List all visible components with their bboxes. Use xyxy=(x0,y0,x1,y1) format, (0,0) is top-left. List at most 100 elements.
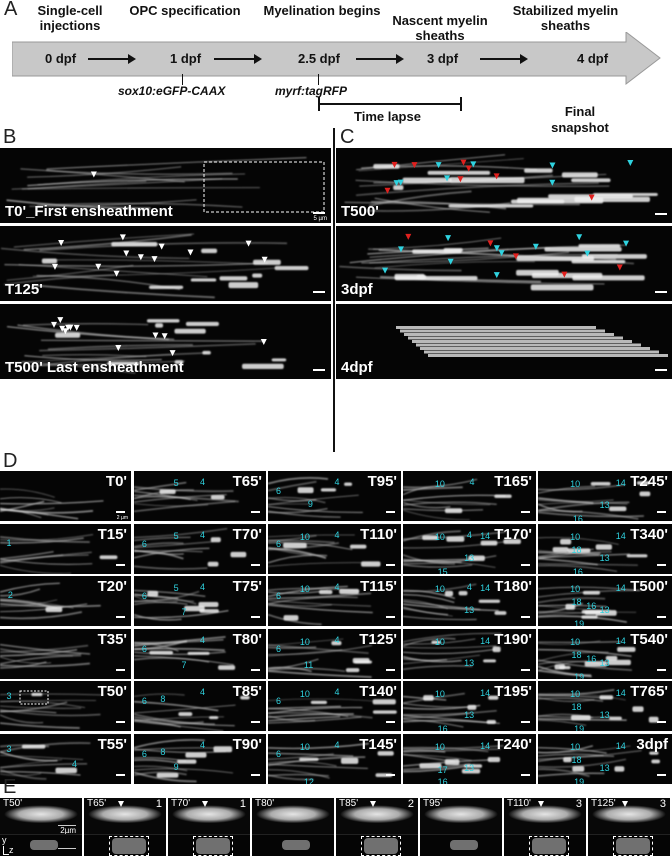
micrograph xyxy=(5,317,287,374)
scale-bar xyxy=(521,721,530,723)
sheath-number: 16 xyxy=(572,566,583,574)
frame-time-label: T190' xyxy=(494,630,532,648)
sheath-number: 6 xyxy=(141,591,147,601)
frame-time-label: T500' xyxy=(630,578,668,595)
sheath-xy-image: T65'1 xyxy=(84,798,166,834)
sheath-number: 10 xyxy=(299,636,310,647)
stage-title: Nascent myelin sheaths xyxy=(392,13,488,43)
dashed-box xyxy=(613,836,653,856)
frame-time-label: T110' xyxy=(507,798,531,809)
micrograph xyxy=(268,585,373,626)
scale-bar xyxy=(251,721,260,723)
frame-time-label: T240' xyxy=(494,735,532,753)
scale-bar xyxy=(116,616,125,618)
sheath-number: 18 xyxy=(571,597,582,607)
arrowhead-icon xyxy=(622,801,628,807)
panel-a-label: A xyxy=(4,0,18,20)
frame-time-label: 3dpf xyxy=(636,735,668,753)
dashed-box xyxy=(529,836,569,856)
frame-time-label: T35' xyxy=(97,630,127,648)
sheath-number: 10 xyxy=(570,741,581,752)
micrograph xyxy=(0,488,104,520)
sheath-number: 10 xyxy=(570,636,581,647)
sheath-number: 3 xyxy=(6,691,12,701)
sheath-xy-image: T85'2 xyxy=(336,798,418,834)
micrograph xyxy=(344,154,658,213)
frame-time-label: T110' xyxy=(360,525,397,543)
sheath-number: 10 xyxy=(299,689,310,699)
image-time-label: T500' xyxy=(341,203,379,220)
image-time-label: T125' xyxy=(5,281,43,298)
scale-bar xyxy=(657,563,666,566)
frame-time-label: T70' xyxy=(171,798,191,809)
panel-b-label: B xyxy=(3,126,17,148)
time-lapse-frame: T0'2 µm xyxy=(0,471,131,521)
micrograph xyxy=(6,157,325,213)
sheath-number: 4 xyxy=(469,477,475,487)
micrograph xyxy=(538,586,642,623)
sheath-number: 4 xyxy=(200,687,206,697)
sheath-number: 4 xyxy=(72,758,78,769)
frame-time-label: T70' xyxy=(232,525,262,543)
sheath-xy-image: T95' xyxy=(420,798,502,834)
sheath-number: 1 xyxy=(239,798,246,810)
stage-time: 2.5 dpf xyxy=(298,51,340,66)
frame-time-label: T20' xyxy=(97,578,127,595)
scale-bar xyxy=(386,563,395,566)
arrow-icon xyxy=(214,54,262,64)
scale-bar xyxy=(657,668,666,671)
micrograph xyxy=(0,643,91,669)
scale-bar xyxy=(58,825,76,826)
scale-bar xyxy=(521,616,530,618)
sheath-number: 16 xyxy=(572,514,583,521)
frame-time-label: T245' xyxy=(630,473,668,490)
sheath-number: 6 xyxy=(275,538,281,549)
sheath-number: 4 xyxy=(200,529,206,540)
sheath-number: 17 xyxy=(437,764,448,775)
scale-bar xyxy=(655,291,667,293)
sheath-number: 13 xyxy=(464,552,475,563)
sheath-yz-image xyxy=(336,834,418,856)
frame-time-label: T170' xyxy=(494,525,532,543)
sheath-number: 13 xyxy=(599,710,610,720)
sheath-number: 11 xyxy=(303,659,314,670)
panel-b-image-3: T500' Last ensheathment xyxy=(0,304,331,379)
arrowhead-icon xyxy=(118,801,124,807)
sheath-number: 14 xyxy=(615,478,626,488)
sheath-number: 14 xyxy=(615,635,626,646)
sheath-number: 4 xyxy=(466,529,472,540)
sheath-number: 4 xyxy=(334,687,340,697)
sheath-number: 13 xyxy=(464,762,475,773)
sheath-number: 8 xyxy=(160,694,166,704)
sheath-xy-image: T125'3 xyxy=(588,798,670,834)
sheath-xy-image: T80' xyxy=(252,798,334,834)
micrograph xyxy=(268,698,397,724)
arrowhead-icon xyxy=(370,801,376,807)
sheath-number: 19 xyxy=(574,619,585,626)
sheath-number: 18 xyxy=(571,649,582,660)
panel-c-image-1: T500' xyxy=(336,148,672,223)
sheath-xy-image: T50'2µm xyxy=(0,798,82,834)
sheath-number: 3 xyxy=(659,798,666,810)
scale-bar xyxy=(521,563,530,566)
scale-bar xyxy=(251,668,260,671)
time-lapse-frame: T15'1 xyxy=(0,523,131,574)
sheath-number: 2 xyxy=(7,590,13,600)
sheath-number: 10 xyxy=(434,689,445,699)
scale-bar xyxy=(58,848,76,849)
sheath-number: 4 xyxy=(334,477,340,487)
frame-time-label: T75' xyxy=(232,578,262,595)
sheath-number: 4 xyxy=(334,739,340,750)
scale-bar xyxy=(116,511,125,513)
image-time-label: T500' Last ensheathment xyxy=(5,359,184,376)
sheath-number: 4 xyxy=(466,582,472,592)
